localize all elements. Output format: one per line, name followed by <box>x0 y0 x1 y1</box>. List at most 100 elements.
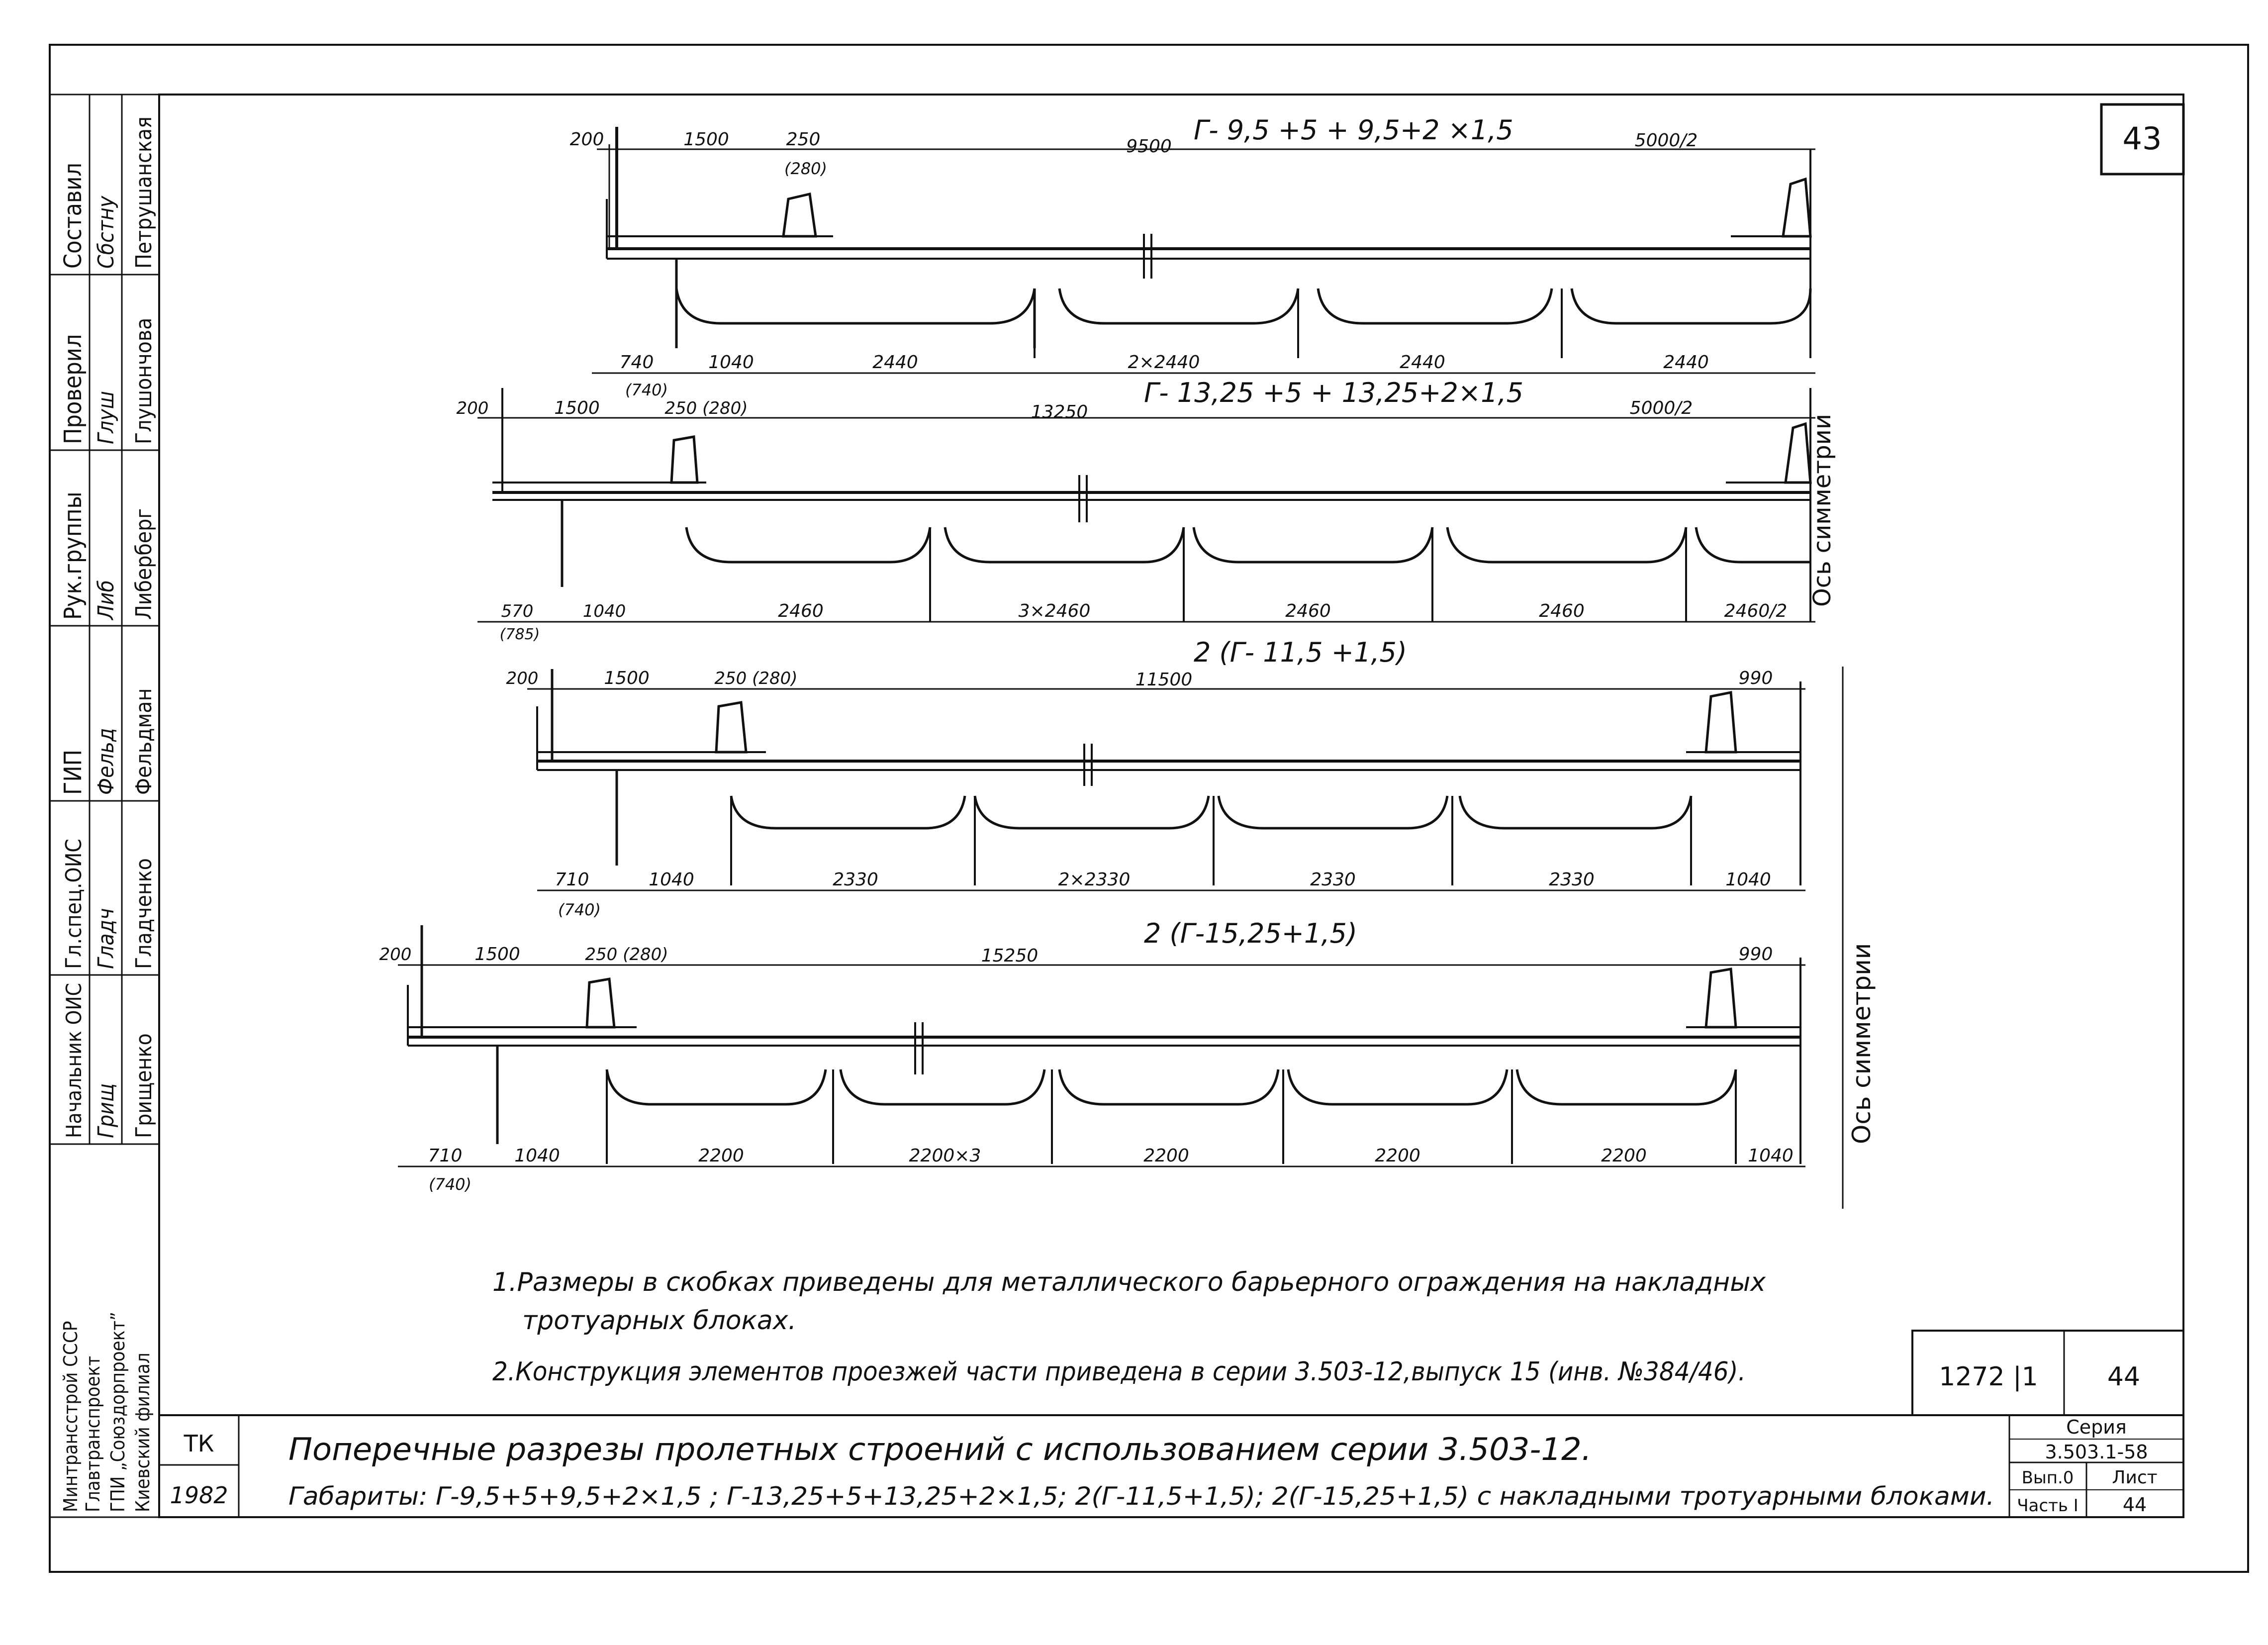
section-3-dim-990: 990 <box>1739 668 1773 688</box>
stamp-name-6: Грищенко <box>131 1033 157 1138</box>
stamp-signature-1: Сбстну <box>94 195 119 269</box>
sheet-number: 43 <box>2123 120 2162 157</box>
stamp-name-4: Фельдман <box>131 688 157 795</box>
note-line-2: тротуарных блоках. <box>522 1306 796 1336</box>
section-2-title: Г- 13,25 +5 + 13,25+2×1,5 <box>1144 377 1523 408</box>
section-1-dim-280: (280) <box>784 159 827 178</box>
note-line-3: 2.Конструкция элементов проезжей части п… <box>492 1357 1746 1387</box>
section-4-title: 2 (Г-15,25+1,5) <box>1144 918 1357 949</box>
section-1-dim-9500: 9500 <box>1126 136 1172 157</box>
series-value: 3.503.1-58 <box>2045 1441 2148 1463</box>
section-2-dim-3x2460: 3×2460 <box>1019 601 1091 621</box>
title-block: ТК 1982 Поперечные разрезы пролетных стр… <box>159 1414 2183 1517</box>
section-1-dim-2440b: 2440 <box>1400 352 1445 373</box>
list-value: 44 <box>2123 1494 2147 1516</box>
stamp-role-4: ГИП <box>59 750 87 795</box>
section-2-dim-13250: 13250 <box>1031 402 1088 422</box>
section-1: Г- 9,5 +5 + 9,5+2 ×1,5 200 1500 250 (280… <box>570 114 1836 607</box>
reference-doc: 1272 |1 <box>1939 1362 2038 1392</box>
section-4-dim-15250: 15250 <box>981 946 1039 966</box>
section-3-dim-2x2330: 2×2330 <box>1058 870 1131 890</box>
section-2-dim-250: 250 (280) <box>664 398 748 418</box>
section-2-dim-1500: 1500 <box>554 398 600 418</box>
stamp-name-5: Гладченко <box>131 858 157 969</box>
section-4-dim-710: 710 <box>428 1146 463 1166</box>
section-1-dim-1500: 1500 <box>683 129 729 150</box>
section-2: Г- 13,25 +5 + 13,25+2×1,5 200 1500 250 (… <box>457 377 1815 643</box>
section-4-dim-1500: 1500 <box>474 944 520 965</box>
section-4: 2 (Г-15,25+1,5) 200 1500 250 (280) 15250… <box>379 667 1876 1209</box>
stamp-signature-6: Грищ <box>94 1083 119 1138</box>
stamp-signature-4: Фельд <box>94 728 119 795</box>
section-1-dim-2x2440: 2×2440 <box>1128 352 1200 373</box>
section-1-dim-740: 740 <box>620 352 654 373</box>
section-3-dim-740: (740) <box>558 900 601 919</box>
series-label: Серия <box>2066 1416 2127 1438</box>
inner-frame <box>158 94 2184 1518</box>
section-4-dim-1040a: 1040 <box>514 1146 560 1166</box>
title-line-1: Поперечные разрезы пролетных строений с … <box>288 1431 1592 1467</box>
stamp-name-1: Петрушанская <box>131 116 157 269</box>
section-4-dim-2200a: 2200 <box>698 1146 744 1166</box>
stamp-name-2: Глушончова <box>131 318 157 444</box>
section-1-axis-label: Ось симметрии <box>1808 414 1836 607</box>
stamp-signature-5: Гладч <box>94 908 119 969</box>
section-3-dim-2330b: 2330 <box>1310 870 1356 890</box>
stamp-role-3: Рук.группы <box>59 491 87 620</box>
section-3-dim-1040a: 1040 <box>649 870 694 890</box>
notes: 1.Размеры в скобках приведены для металл… <box>492 1267 1766 1387</box>
section-2-dim-2460-2: 2460/2 <box>1724 601 1788 621</box>
section-3-dim-250: 250 (280) <box>714 669 797 688</box>
list-label: Лист <box>2112 1467 2157 1488</box>
stamp-signature-3: Либ <box>94 580 119 621</box>
section-1-dim-5000-2: 5000/2 <box>1635 130 1698 151</box>
bottom-left-year: 1982 <box>170 1482 228 1509</box>
section-4-axis-label: Ось симметрии <box>1847 943 1876 1144</box>
sheet-number-box <box>2100 103 2185 176</box>
side-stamp: Составил Сбстну Петрушанская Проверил Гл… <box>49 94 160 1518</box>
section-4-dim-2200d: 2200 <box>1601 1146 1647 1166</box>
issue-label: Вып.0 <box>2022 1468 2074 1488</box>
section-4-dim-2200c: 2200 <box>1375 1146 1420 1166</box>
stamp-role-2: Проверил <box>59 334 87 444</box>
section-1-dim-740b: (740) <box>625 381 668 399</box>
stamp-org-line-4: Киевский филиал <box>132 1353 154 1512</box>
section-3-dim-2330a: 2330 <box>833 870 878 890</box>
section-1-dim-200: 200 <box>570 129 604 150</box>
stamp-signature-2: Глуш <box>94 391 119 444</box>
part-label: Часть I <box>2017 1496 2079 1516</box>
stamp-org-line-3: ГПИ „Союздорпроект” <box>107 1312 129 1512</box>
section-1-dim-1040: 1040 <box>708 352 754 373</box>
section-1-dim-250: 250 <box>786 129 821 150</box>
bottom-left-code: ТК <box>184 1430 214 1457</box>
section-1-dim-2440c: 2440 <box>1663 352 1709 373</box>
stamp-role-6: Начальник ОИС <box>62 983 86 1138</box>
title-line-2: Габариты: Г-9,5+5+9,5+2×1,5 ; Г-13,25+5+… <box>288 1482 1994 1511</box>
section-1-dim-2440a: 2440 <box>872 352 918 373</box>
section-4-dim-740: (740) <box>429 1175 472 1194</box>
stamp-role-1: Составил <box>59 163 87 269</box>
section-2-dim-2460b: 2460 <box>1285 601 1331 621</box>
section-2-dim-1040: 1040 <box>583 601 626 621</box>
stamp-role-5: Гл.спец.ОИС <box>61 839 87 969</box>
section-4-dim-1040b: 1040 <box>1748 1146 1794 1166</box>
section-2-dim-2460a: 2460 <box>778 601 824 621</box>
section-3-dim-710: 710 <box>555 870 589 890</box>
section-3-dim-1040b: 1040 <box>1725 870 1771 890</box>
section-4-dim-2200x3: 2200×3 <box>909 1146 981 1166</box>
section-1-title: Г- 9,5 +5 + 9,5+2 ×1,5 <box>1194 114 1513 146</box>
stamp-org-line-1: Минтрансстрой СССР <box>60 1321 82 1512</box>
section-2-dim-785: (785) <box>500 626 540 643</box>
reference-box: 1272 |1 44 <box>1911 1330 2184 1416</box>
section-2-dim-570: 570 <box>501 601 534 621</box>
section-2-dim-5000-2: 5000/2 <box>1630 398 1693 418</box>
reference-sheet: 44 <box>2107 1362 2140 1392</box>
section-2-dim-2460c: 2460 <box>1539 601 1585 621</box>
outer-border <box>49 44 2249 1573</box>
note-line-1: 1.Размеры в скобках приведены для металл… <box>492 1267 1766 1297</box>
section-3: 2 (Г- 11,5 +1,5) 200 1500 250 (280) 1150… <box>506 637 1805 919</box>
stamp-name-3: Либерберг <box>131 508 157 620</box>
section-4-dim-2200b: 2200 <box>1143 1146 1189 1166</box>
section-3-dim-11500: 11500 <box>1135 670 1193 690</box>
